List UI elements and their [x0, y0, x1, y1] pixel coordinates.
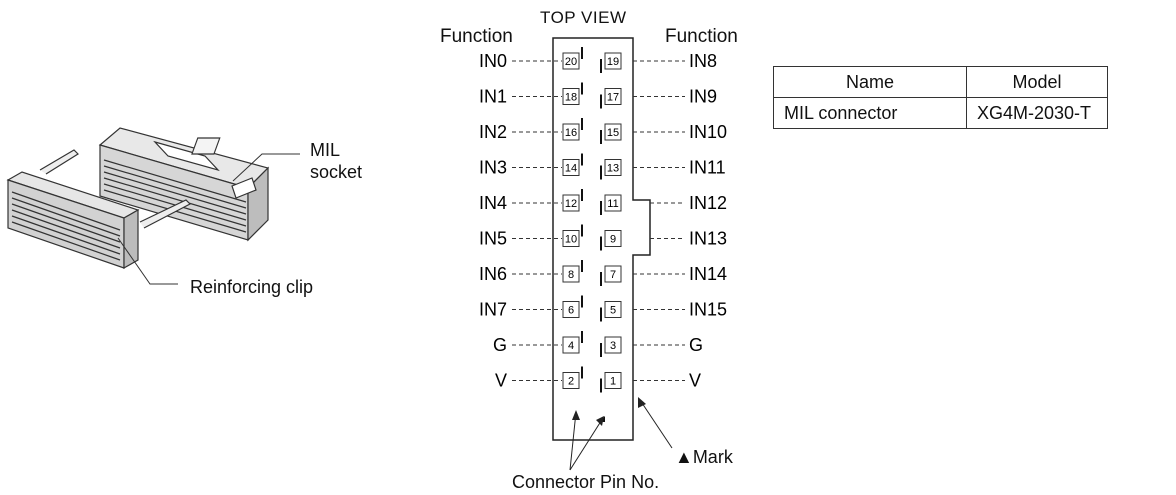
mil-socket-label-2: socket	[310, 162, 363, 182]
pin-number-right: 3	[610, 340, 616, 352]
signal-right: V	[689, 371, 701, 391]
pin-number-left: 8	[568, 269, 574, 281]
signal-left: IN2	[479, 122, 507, 142]
pin-number-left: 10	[565, 234, 577, 246]
mark-arrow	[639, 399, 673, 449]
mark-arrowhead	[638, 397, 646, 408]
signal-right: IN14	[689, 264, 727, 284]
table-header-name: Name	[773, 66, 967, 98]
signal-right: IN8	[689, 51, 717, 71]
reinforcing-clip-label: Reinforcing clip	[190, 277, 314, 297]
pin-box-right	[604, 301, 622, 318]
pin-box-right	[604, 230, 622, 247]
pin-number-right: 13	[607, 163, 619, 175]
signal-left: IN6	[479, 264, 507, 284]
pin-box-right	[604, 336, 622, 354]
connector-pin-no-label: Connector Pin No.	[512, 472, 660, 492]
signal-right: IN11	[689, 158, 726, 178]
table-cell-name: MIL connector	[773, 97, 967, 129]
pin-number-right: 5	[610, 305, 616, 317]
signal-right: IN12	[689, 193, 727, 213]
pin-no-arrow-right	[569, 417, 604, 471]
pin-box-left	[562, 265, 580, 283]
pin-number-left: 16	[565, 127, 577, 139]
arrowhead-right	[596, 416, 604, 426]
table-header-row: Name Model	[773, 66, 1108, 98]
pin-box-left	[562, 372, 580, 389]
table-cell-model: XG4M-2030-T	[966, 97, 1108, 129]
pin-number-right: 1	[610, 376, 616, 388]
pin-box-right	[604, 194, 622, 212]
function-right-heading: Function	[665, 26, 738, 47]
signal-right: IN9	[689, 87, 717, 107]
pin-box-right	[604, 88, 622, 105]
pin-number-left: 14	[565, 163, 577, 175]
pin-box-left	[562, 336, 580, 354]
signal-left: IN1	[479, 87, 507, 107]
pin-box-right	[604, 123, 622, 141]
socket-leader-line	[232, 153, 300, 182]
signal-left: IN3	[479, 158, 507, 178]
connector-illustration	[6, 127, 300, 285]
pin-number-right: 7	[610, 269, 616, 281]
arrowhead-left	[572, 410, 580, 420]
signal-right: IN13	[689, 229, 727, 249]
pin-box-left	[562, 88, 580, 105]
signal-right: IN10	[689, 122, 727, 142]
pin-number-right: 17	[607, 92, 619, 104]
signal-left: IN4	[479, 193, 507, 213]
pin-box-left	[562, 301, 580, 318]
pin-number-right: 19	[607, 56, 619, 68]
top-view-heading: TOP VIEW	[540, 8, 627, 27]
pin-box-left	[562, 159, 580, 176]
signal-left: G	[493, 335, 507, 355]
signal-left: IN7	[479, 300, 507, 320]
pin-number-right: 15	[607, 127, 619, 139]
signal-right: IN15	[689, 300, 727, 320]
pin-box-right	[604, 265, 622, 283]
pin-number-left: 18	[565, 92, 577, 104]
pin-number-left: 12	[565, 198, 577, 210]
pin-no-arrow-left	[569, 411, 577, 471]
connector-outline	[552, 37, 651, 441]
pin-box-right	[604, 372, 622, 389]
mil-socket-label-1: MIL	[310, 140, 341, 160]
signal-left: V	[495, 371, 507, 391]
pin-box-left	[562, 123, 580, 141]
pin-number-right: 9	[610, 234, 616, 246]
model-table: Name Model MIL connector XG4M-2030-T	[773, 66, 1108, 129]
signal-right: G	[689, 335, 703, 355]
pin-box-right	[604, 159, 622, 176]
pin-number-left: 2	[568, 376, 574, 388]
signal-left: IN0	[479, 51, 507, 71]
function-left-heading: Function	[440, 26, 513, 47]
pin-number-left: 6	[568, 305, 574, 317]
reinforcing-clip-drawing	[6, 149, 192, 270]
pin-number-left: 4	[568, 340, 574, 352]
pin-number-right: 11	[607, 198, 618, 210]
signal-left: IN5	[479, 229, 507, 249]
table-header-model: Model	[966, 66, 1108, 98]
clip-leader-line	[117, 237, 178, 285]
pin-box-left	[562, 52, 580, 70]
table-row: MIL connector XG4M-2030-T	[773, 97, 1108, 129]
pin-number-left: 20	[565, 56, 577, 68]
pin-box-right	[604, 52, 622, 70]
pin-box-left	[562, 194, 580, 212]
mil-socket-drawing	[98, 127, 270, 242]
mark-label: ▲Mark	[675, 447, 733, 467]
pin-box-left	[562, 230, 580, 247]
